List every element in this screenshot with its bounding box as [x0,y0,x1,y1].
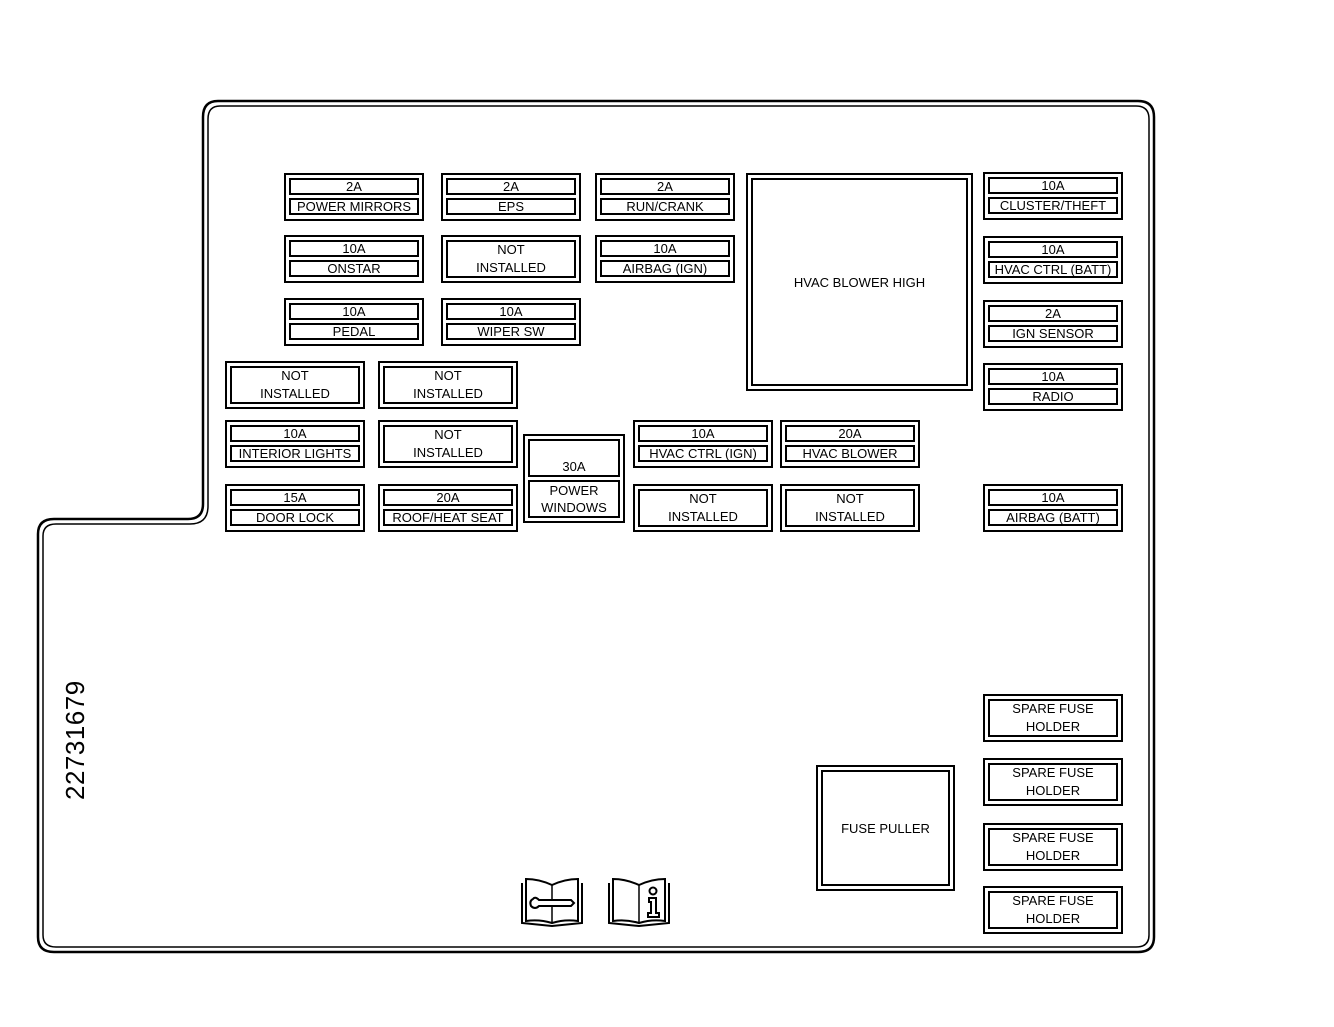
fuse-amp: 10A [988,241,1118,258]
fuse-label: AIRBAG (IGN) [600,260,730,277]
spare-fuse-line2: HOLDER [1025,911,1081,926]
fuse-slot-not-installed: NOT INSTALLED [378,361,518,409]
fuse-puller: FUSE PULLER [816,765,955,891]
fuse-amp: 10A [638,425,768,442]
fuse-amp: 10A [289,240,419,257]
service-manual-icon [521,877,583,928]
fuse-run-crank: 2A RUN/CRANK [595,173,735,221]
fuse-slot-not-installed: NOT INSTALLED [633,484,773,532]
not-installed-line2: INSTALLED [476,260,546,275]
fuse-airbag-batt: 10A AIRBAG (BATT) [983,484,1123,532]
fuse-amp: 2A [289,178,419,195]
fuse-onstar: 10A ONSTAR [284,235,424,283]
spare-fuse-line1: SPARE FUSE [1012,830,1094,845]
fuse-amp: 15A [230,489,360,506]
fuse-label: WIPER SW [446,323,576,340]
fuse-wiper-sw: 10A WIPER SW [441,298,581,346]
spare-fuse-line2: HOLDER [1025,719,1081,734]
fuse-slot-not-installed: NOT INSTALLED [225,361,365,409]
fuse-slot-not-installed: NOT INSTALLED [441,235,581,283]
fuse-label: EPS [446,198,576,215]
fuse-label: IGN SENSOR [988,325,1118,342]
fuse-hvac-ctrl-batt: 10A HVAC CTRL (BATT) [983,236,1123,284]
fuse-power-windows: 30A POWER WINDOWS [523,434,625,523]
power-windows-line2: WINDOWS [541,500,607,515]
fuse-label: CLUSTER/THEFT [988,197,1118,214]
spare-fuse-line1: SPARE FUSE [1012,701,1094,716]
spare-fuse-holder: SPARE FUSE HOLDER [983,886,1123,934]
fuse-roof-heat-seat: 20A ROOF/HEAT SEAT [378,484,518,532]
fuse-airbag-ign: 10A AIRBAG (IGN) [595,235,735,283]
spare-fuse-holder: SPARE FUSE HOLDER [983,694,1123,742]
not-installed-line2: INSTALLED [260,386,330,401]
fuse-amp: 20A [785,425,915,442]
fuse-amp: 10A [988,368,1118,385]
not-installed-line2: INSTALLED [413,386,483,401]
fuse-radio: 10A RADIO [983,363,1123,411]
not-installed-line1: NOT [434,368,462,383]
fuse-amp: 10A [988,489,1118,506]
fuse-amp: 2A [446,178,576,195]
power-windows-amp: 30A [528,439,620,477]
fuse-slot-not-installed: NOT INSTALLED [780,484,920,532]
fuse-label: AIRBAG (BATT) [988,509,1118,526]
fuse-amp: 10A [600,240,730,257]
fuse-label: HVAC BLOWER [785,445,915,462]
fuse-label: INTERIOR LIGHTS [230,445,360,462]
spare-fuse-line1: SPARE FUSE [1012,765,1094,780]
owner-manual-info-icon [608,877,670,928]
fuse-label: RUN/CRANK [600,198,730,215]
fuse-hvac-ctrl-ign: 10A HVAC CTRL (IGN) [633,420,773,468]
fuse-amp: 10A [446,303,576,320]
fuse-amp: 10A [230,425,360,442]
not-installed-line1: NOT [434,427,462,442]
not-installed-line2: INSTALLED [413,445,483,460]
fuse-amp: 20A [383,489,513,506]
fuse-interior-lights: 10A INTERIOR LIGHTS [225,420,365,468]
not-installed-line1: NOT [497,242,525,257]
fuse-amp: 10A [289,303,419,320]
fuse-hvac-blower: 20A HVAC BLOWER [780,420,920,468]
fuse-slot-not-installed: NOT INSTALLED [378,420,518,468]
hvac-blower-high-relay: HVAC BLOWER HIGH [746,173,973,391]
fuse-label: RADIO [988,388,1118,405]
power-windows-label: POWER WINDOWS [528,480,620,518]
fuse-label: ONSTAR [289,260,419,277]
fuse-label: ROOF/HEAT SEAT [383,509,513,526]
not-installed-line1: NOT [836,491,864,506]
not-installed-line2: INSTALLED [815,509,885,524]
fuse-label: POWER MIRRORS [289,198,419,215]
spare-fuse-line2: HOLDER [1025,848,1081,863]
fuse-pedal: 10A PEDAL [284,298,424,346]
fuse-power-mirrors: 2A POWER MIRRORS [284,173,424,221]
not-installed-line2: INSTALLED [668,509,738,524]
power-windows-line1: POWER [549,483,599,498]
fuse-label: HVAC CTRL (IGN) [638,445,768,462]
fuse-label: DOOR LOCK [230,509,360,526]
spare-fuse-line1: SPARE FUSE [1012,893,1094,908]
spare-fuse-holder: SPARE FUSE HOLDER [983,758,1123,806]
not-installed-line1: NOT [689,491,717,506]
hvac-blower-high-label: HVAC BLOWER HIGH [751,178,968,386]
fuse-cluster-theft: 10A CLUSTER/THEFT [983,172,1123,220]
fuse-ign-sensor: 2A IGN SENSOR [983,300,1123,348]
fuse-eps: 2A EPS [441,173,581,221]
spare-fuse-line2: HOLDER [1025,783,1081,798]
fuse-amp: 10A [988,177,1118,194]
fuse-puller-label: FUSE PULLER [821,770,950,886]
not-installed-line1: NOT [281,368,309,383]
spare-fuse-holder: SPARE FUSE HOLDER [983,823,1123,871]
fuse-amp: 2A [600,178,730,195]
fuse-door-lock: 15A DOOR LOCK [225,484,365,532]
part-number: 22731679 [60,680,90,800]
fuse-label: PEDAL [289,323,419,340]
fuse-amp: 2A [988,305,1118,322]
fuse-label: HVAC CTRL (BATT) [988,261,1118,278]
